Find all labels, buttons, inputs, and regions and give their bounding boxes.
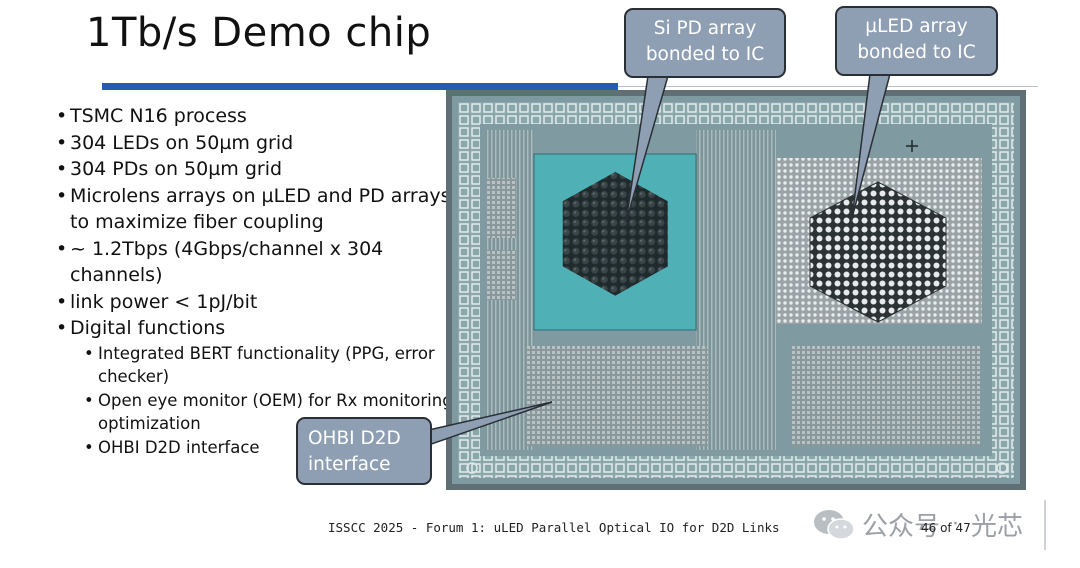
pd-callout-pointer xyxy=(625,75,669,223)
watermark-name: 光芯 xyxy=(971,512,1024,542)
led-callout-pointer xyxy=(851,73,891,219)
callout-line: Si PD array xyxy=(653,18,757,39)
page-number: 46 of 47 xyxy=(921,521,971,535)
pd-array-callout: Si PD array bonded to IC xyxy=(624,8,786,78)
bullet-item: Microlens arrays on µLED and PD arrays t… xyxy=(56,183,456,236)
slide-footer: ISSCC 2025 - Forum 1: uLED Parallel Opti… xyxy=(328,520,780,535)
slide-title: 1Tb/s Demo chip xyxy=(86,10,432,56)
wechat-logo-icon xyxy=(814,509,855,540)
ohbi-callout-pointer xyxy=(419,401,553,450)
ohbi-callout: OHBI D2D interface xyxy=(296,417,432,485)
sub-bullet-item: Open eye monitor (OEM) for Rx monitoring… xyxy=(84,389,456,436)
callout-line: OHBI D2D xyxy=(308,428,401,449)
sub-bullet-item: OHBI D2D interface xyxy=(84,436,456,460)
callout-line: µLED array xyxy=(865,16,968,37)
callout-line: interface xyxy=(308,454,391,475)
bullet-item: Digital functions xyxy=(56,315,456,342)
edge-divider xyxy=(1044,500,1046,550)
callout-line: bonded to IC xyxy=(857,42,976,63)
title-underline-accent xyxy=(102,83,618,90)
bullet-item: ~ 1.2Tbps (4Gbps/channel x 304 channels) xyxy=(56,236,456,289)
callout-line: bonded to IC xyxy=(645,44,765,65)
bullet-list: TSMC N16 process 304 LEDs on 50µm grid 3… xyxy=(56,103,456,459)
bullet-item: 304 PDs on 50µm grid xyxy=(56,156,456,183)
bullet-item: TSMC N16 process xyxy=(56,103,456,130)
uled-array-callout: µLED array bonded to IC xyxy=(835,6,998,76)
sub-bullet-item: Integrated BERT functionality (PPG, erro… xyxy=(84,342,456,389)
watermark: 公众号 · 光芯 xyxy=(812,506,1023,543)
watermark-separator: · xyxy=(952,512,960,537)
bullet-item: 304 LEDs on 50µm grid xyxy=(56,130,456,157)
bullet-item: link power < 1pJ/bit xyxy=(56,289,456,316)
title-underline-thin xyxy=(618,86,1038,87)
watermark-account: 公众号 xyxy=(862,512,941,542)
